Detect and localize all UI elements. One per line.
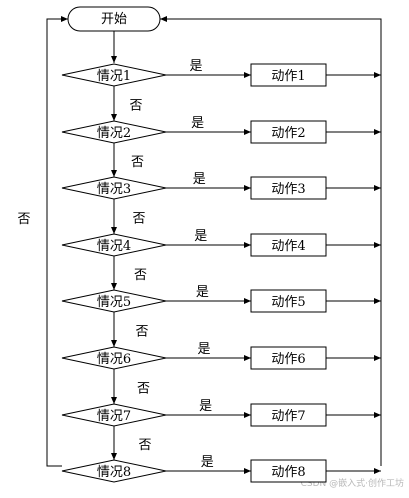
no-label-1: 否 <box>129 99 142 114</box>
left-return-line <box>46 16 68 467</box>
no-label-7: 否 <box>138 438 151 453</box>
action-label-8: 动作8 <box>271 465 305 480</box>
yes-label-4: 是 <box>194 229 207 244</box>
action-label-5: 动作5 <box>271 295 305 310</box>
action-label-2: 动作2 <box>271 126 305 141</box>
no-label-3: 否 <box>132 212 145 227</box>
action-label-1: 动作1 <box>271 69 305 84</box>
condition-label-3: 情况3 <box>97 182 131 197</box>
yes-label-3: 是 <box>193 172 206 187</box>
yes-label-1: 是 <box>189 59 202 74</box>
no-label-6: 否 <box>137 382 150 397</box>
yes-label-7: 是 <box>199 399 212 414</box>
action-label-7: 动作7 <box>271 409 305 424</box>
condition-label-8: 情况8 <box>97 465 131 480</box>
yes-label-8: 是 <box>201 455 214 470</box>
condition-label-5: 情况5 <box>97 295 131 310</box>
action-label-6: 动作6 <box>271 352 305 367</box>
yes-label-6: 是 <box>197 342 210 357</box>
no-label-5: 否 <box>135 325 148 340</box>
condition-label-6: 情况6 <box>97 352 131 367</box>
action-label-3: 动作3 <box>271 182 305 197</box>
start-label: 开始 <box>101 12 127 27</box>
yes-label-2: 是 <box>191 116 204 131</box>
action-label-4: 动作4 <box>271 239 305 254</box>
condition-label-2: 情况2 <box>97 126 131 141</box>
right-return-line <box>160 16 382 466</box>
condition-label-1: 情况1 <box>97 69 131 84</box>
yes-label-5: 是 <box>196 285 209 300</box>
condition-label-7: 情况7 <box>97 409 131 424</box>
no-label-2: 否 <box>131 155 144 170</box>
condition-label-4: 情况4 <box>97 239 131 254</box>
loop-no-label: 否 <box>17 212 30 227</box>
no-label-4: 否 <box>134 268 147 283</box>
